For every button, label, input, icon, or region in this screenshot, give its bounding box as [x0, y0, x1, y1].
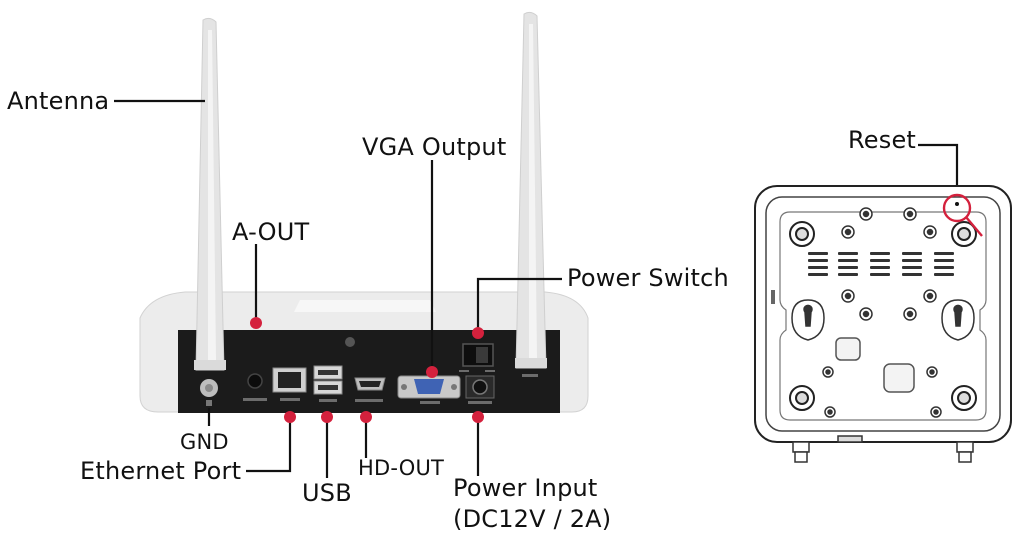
dc-power-jack — [465, 375, 495, 404]
nvr-rear-view — [139, 11, 589, 413]
a-out-marker — [250, 317, 262, 329]
ant-mark — [522, 374, 538, 377]
ethernet-port — [272, 367, 307, 401]
power-switch-leader — [476, 277, 562, 332]
power-switch-marker — [472, 327, 484, 339]
ethernet-marker — [284, 411, 296, 423]
reset-circle-tail — [965, 216, 983, 237]
keyhole-mounts — [791, 299, 975, 341]
leader-lines — [114, 99, 959, 478]
reset-callout — [942, 193, 983, 237]
hd-out-marker — [360, 411, 372, 423]
nvr-bottom-view — [754, 185, 1012, 463]
reset-label: Reset — [848, 126, 917, 154]
corner-feet — [789, 221, 977, 411]
power-input-label-line2: (DC12V / 2A) — [453, 505, 612, 533]
power-switch-hardware — [459, 343, 495, 372]
hd-out-label: HD-OUT — [358, 456, 445, 480]
side-slot — [771, 290, 775, 304]
nvr-top-highlight — [294, 300, 436, 312]
gnd-terminal — [200, 379, 218, 406]
power-input-marker — [472, 411, 484, 423]
pad-squares — [835, 337, 915, 393]
a-out-jack — [243, 373, 267, 401]
power-switch-label: Power Switch — [567, 264, 729, 292]
usb-label: USB — [302, 479, 352, 507]
bottom-recess — [779, 211, 987, 421]
vga-marker — [426, 366, 438, 378]
ethernet-port-label: Ethernet Port — [80, 457, 242, 485]
bottom-screws — [822, 207, 942, 418]
panel-screw — [345, 337, 355, 347]
vga-port — [397, 375, 461, 404]
usb-marker — [321, 411, 333, 423]
hdmi-port — [354, 377, 386, 402]
reset-pinhole — [955, 202, 959, 206]
power-input-label-line1: Power Input — [453, 474, 598, 502]
usb-ports — [313, 365, 343, 402]
antenna-label: Antenna — [7, 87, 110, 115]
right-antenna — [515, 11, 547, 369]
vga-output-label: VGA Output — [362, 133, 507, 161]
reset-leader — [918, 143, 959, 196]
reset-circle — [942, 193, 972, 223]
antenna-connectors — [792, 435, 974, 463]
port-markers — [250, 317, 484, 423]
gnd-label: GND — [180, 430, 229, 454]
vent-slots — [808, 252, 954, 276]
ethernet-leader — [246, 418, 292, 473]
left-antenna — [194, 17, 226, 371]
a-out-label: A-OUT — [232, 218, 310, 246]
